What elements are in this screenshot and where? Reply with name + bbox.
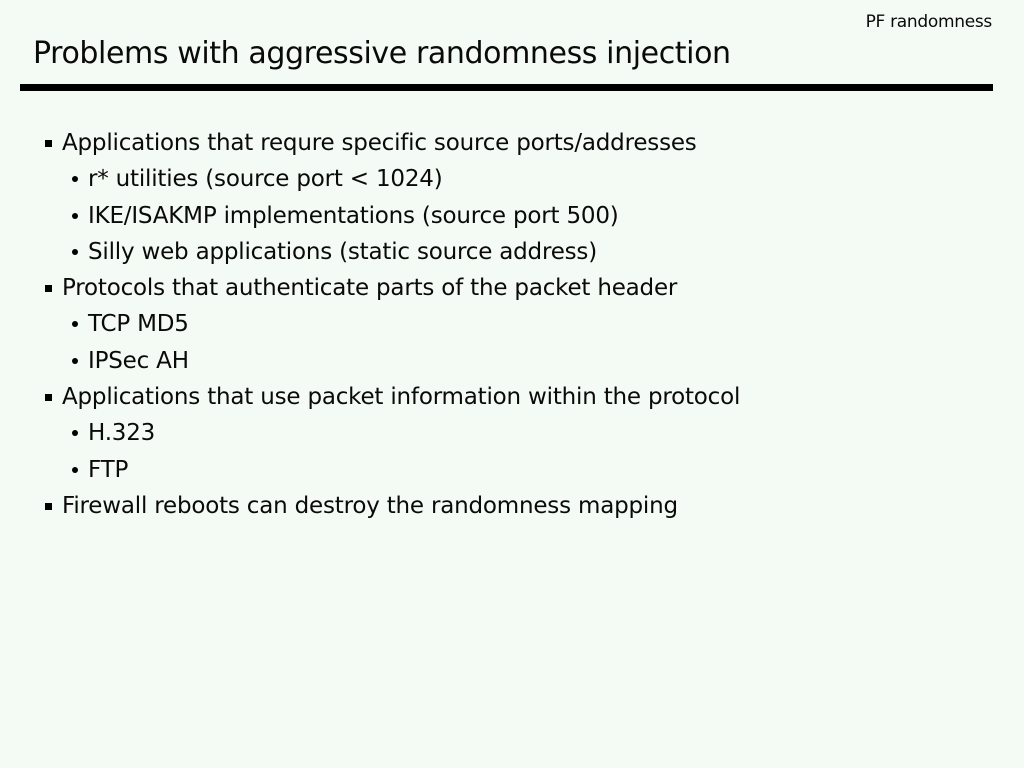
sub-bullet-item: FTP	[0, 452, 1024, 488]
bullet-item: Firewall reboots can destroy the randomn…	[0, 488, 1024, 524]
sub-bullet-item: H.323	[0, 415, 1024, 451]
sub-bullet-text: H.323	[88, 420, 156, 447]
sub-bullet-item: r* utilities (source port < 1024)	[0, 161, 1024, 197]
sub-bullet-text: TCP MD5	[88, 311, 189, 338]
sub-bullet-item: TCP MD5	[0, 306, 1024, 342]
bullet-text: Applications that requre specific source…	[62, 130, 697, 156]
slide-title: Problems with aggressive randomness inje…	[33, 36, 731, 71]
bullet-dot-icon	[72, 430, 78, 437]
bullet-list: Applications that requre specific source…	[0, 125, 1024, 524]
bullet-square-icon	[45, 502, 52, 510]
bullet-text: Applications that use packet information…	[62, 384, 741, 411]
sub-bullet-item: IKE/ISAKMP implementations (source port …	[0, 198, 1024, 234]
sub-bullet-text: Silly web applications (static source ad…	[88, 238, 597, 265]
bullet-item: Applications that use packet information…	[0, 379, 1024, 415]
bullet-square-icon	[45, 285, 52, 293]
bullet-dot-icon	[72, 176, 78, 183]
bullet-square-icon	[45, 394, 52, 402]
bullet-item: Applications that requre specific source…	[0, 125, 1024, 161]
bullet-square-icon	[45, 140, 52, 147]
sub-bullet-item: Silly web applications (static source ad…	[0, 234, 1024, 270]
bullet-dot-icon	[72, 212, 78, 219]
slide-corner-label: PF randomness	[865, 12, 993, 32]
sub-bullet-text: IPSec AH	[88, 347, 189, 374]
title-rule-divider	[20, 84, 993, 91]
bullet-dot-icon	[72, 357, 78, 364]
bullet-dot-icon	[72, 248, 78, 255]
sub-bullet-text: FTP	[88, 456, 129, 483]
sub-bullet-text: r* utilities (source port < 1024)	[88, 166, 443, 193]
bullet-dot-icon	[72, 321, 78, 328]
sub-bullet-text: IKE/ISAKMP implementations (source port …	[88, 202, 619, 229]
bullet-text: Protocols that authenticate parts of the…	[62, 275, 678, 302]
sub-bullet-item: IPSec AH	[0, 343, 1024, 379]
bullet-text: Firewall reboots can destroy the randomn…	[62, 492, 678, 519]
bullet-item: Protocols that authenticate parts of the…	[0, 270, 1024, 306]
bullet-dot-icon	[72, 466, 78, 473]
